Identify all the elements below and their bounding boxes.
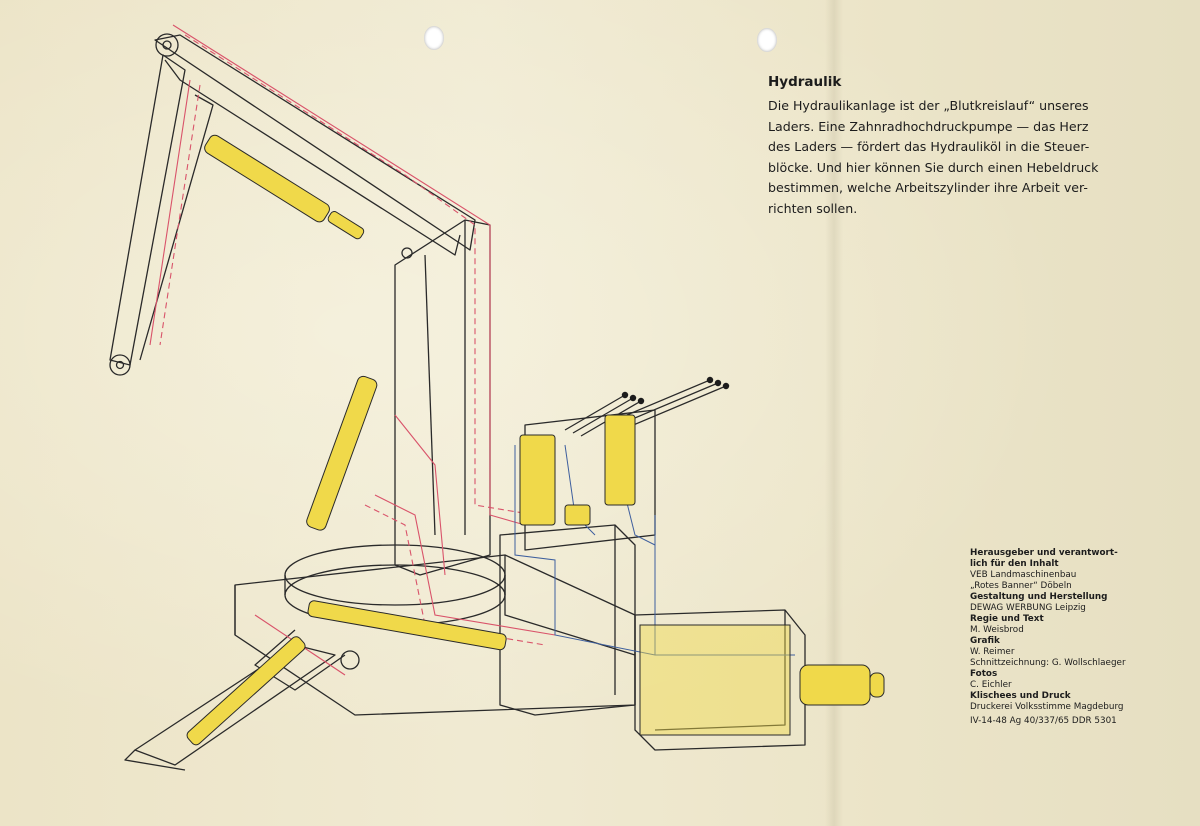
outrigger-front (134, 644, 336, 766)
line-red-boom (172, 24, 526, 526)
print-name: Druckerei Volksstimme Magdeburg (970, 702, 1124, 712)
hydraulik-section: Hydraulik Die Hydraulikanlage ist der „B… (768, 74, 1128, 219)
cylinder-boom (204, 134, 330, 223)
valve (564, 504, 591, 526)
control-block-right (604, 414, 636, 506)
imprint-direction: Regie und Text M. Weisbrod (970, 614, 1170, 636)
control-levers-right (614, 379, 727, 427)
imprint-publisher: Herausgeber und verantwort- lich für den… (970, 548, 1170, 592)
cylinder-slew (307, 600, 507, 651)
print-heading: Klischees und Druck (970, 691, 1071, 701)
boom-pivot (155, 33, 179, 57)
body-line: blöcke. Und hier können Sie durch einen … (768, 159, 1099, 175)
section-body: Die Hydraulikanlage ist der „Blutkreisla… (768, 96, 1128, 219)
publisher-heading: Herausgeber und verantwort- (970, 548, 1118, 558)
cylinder-tower (306, 375, 378, 531)
graphics-name: Schnittzeichnung: G. Wollschlaeger (970, 658, 1126, 668)
print-code: IV-14-48 Ag 40/337/65 DDR 5301 (970, 716, 1117, 726)
body-line: Die Hydraulikanlage ist der „Blutkreisla… (768, 98, 1089, 113)
dipper-pivot (109, 354, 131, 376)
imprint-photos: Fotos C. Eichler (970, 669, 1170, 691)
dipper-arm (109, 54, 186, 366)
direction-heading: Regie und Text (970, 614, 1044, 624)
direction-name: M. Weisbrod (970, 625, 1024, 635)
pump (799, 664, 871, 706)
design-name: DEWAG WERBUNG Leipzig (970, 603, 1086, 613)
boom-arm-lower (164, 59, 461, 256)
publisher-name: VEB Landmaschinenbau (970, 570, 1077, 580)
graphics-heading: Grafik (970, 636, 1000, 646)
body-line: bestimmen, welche Arbeitszylinder ihre A… (768, 180, 1088, 195)
imprint-graphics: Grafik W. Reimer Schnittzeichnung: G. Wo… (970, 636, 1170, 669)
imprint: Herausgeber und verantwort- lich für den… (970, 548, 1170, 727)
tower (394, 219, 491, 576)
outrigger-rear (254, 629, 346, 691)
punch-hole-right (757, 28, 777, 52)
body-line: des Laders — fördert das Hydrauliköl in … (768, 139, 1090, 154)
section-title: Hydraulik (768, 74, 842, 90)
photos-heading: Fotos (970, 669, 998, 679)
punch-hole-left (424, 26, 444, 50)
page-fold (825, 0, 843, 826)
cylinder-outrigger (186, 636, 306, 746)
loader-cutaway-illustration (109, 24, 885, 771)
graphics-name: W. Reimer (970, 647, 1015, 657)
publisher-name: „Rotes Banner“ Döbeln (970, 581, 1072, 591)
hydraulic-tank (639, 624, 791, 736)
control-block-left (519, 434, 556, 526)
body-line: richten sollen. (768, 200, 858, 216)
design-heading: Gestaltung und Herstellung (970, 592, 1108, 602)
imprint-design: Gestaltung und Herstellung DEWAG WERBUNG… (970, 592, 1170, 614)
boom-arm (154, 34, 476, 251)
imprint-print: Klischees und Druck Druckerei Volksstimm… (970, 691, 1170, 713)
body-line: Laders. Eine Zahnradhochdruckpumpe — das… (768, 118, 1089, 134)
photos-name: C. Eichler (970, 680, 1012, 690)
line-blue-return (514, 445, 795, 656)
publisher-heading: lich für den Inhalt (970, 559, 1059, 569)
